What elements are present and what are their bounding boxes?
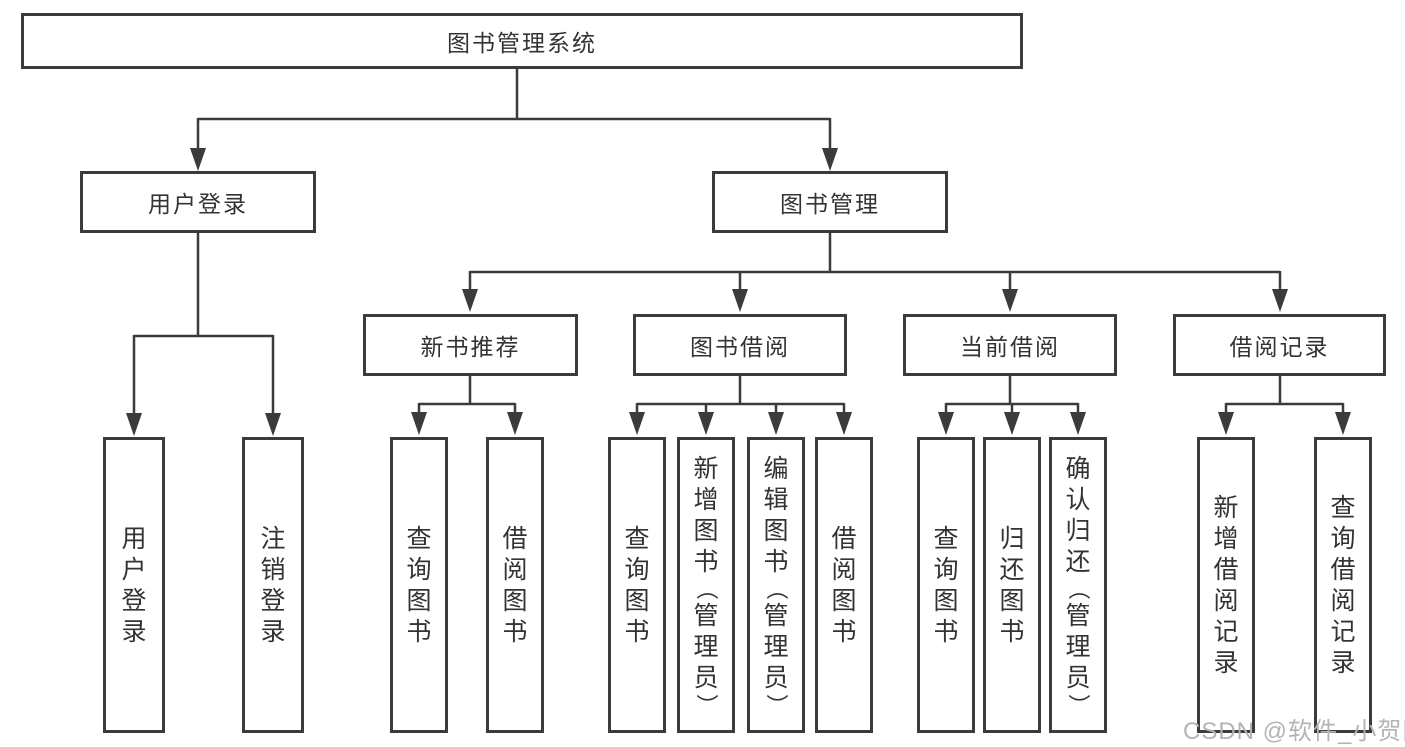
leaf-user-login-label: 用户登录 xyxy=(121,524,147,646)
node-borrow-records: 借阅记录 xyxy=(1173,314,1386,376)
leaf-add-book-admin-label: 新增图书（管理员） xyxy=(693,455,719,716)
leaf-logout-label: 注销登录 xyxy=(260,524,286,646)
leaf-query-borrow-record-label: 查询借阅记录 xyxy=(1330,493,1356,677)
node-root-label: 图书管理系统 xyxy=(447,30,597,56)
leaf-add-borrow-record: 新增借阅记录 xyxy=(1197,437,1255,733)
leaf-borrow-book-2: 借阅图书 xyxy=(815,437,873,733)
connector-currentborrow-to-leaves xyxy=(944,376,1080,414)
connector-newbookrec-to-leaves xyxy=(417,376,517,414)
leaf-borrow-book-1-label: 借阅图书 xyxy=(502,524,528,646)
leaf-query-book-1: 查询图书 xyxy=(390,437,448,733)
connector-bookmgmt-to-level2 xyxy=(468,233,1282,291)
csdn-watermark: CSDN @软件_小贺同学 xyxy=(1183,718,1405,745)
node-root: 图书管理系统 xyxy=(21,13,1023,69)
node-new-book-recommend: 新书推荐 xyxy=(363,314,578,376)
leaf-return-book: 归还图书 xyxy=(983,437,1041,733)
leaf-edit-book-admin-label: 编辑图书（管理员） xyxy=(763,455,789,716)
node-current-borrow: 当前借阅 xyxy=(903,314,1117,376)
leaf-query-book-3: 查询图书 xyxy=(917,437,975,733)
arrowheads xyxy=(126,148,1351,436)
leaf-confirm-return-admin: 确认归还（管理员） xyxy=(1049,437,1107,733)
leaf-borrow-book-2-label: 借阅图书 xyxy=(831,524,857,646)
connector-userlogin-to-leaves xyxy=(132,233,275,415)
leaf-query-book-3-label: 查询图书 xyxy=(933,524,959,646)
node-book-borrow-label: 图书借阅 xyxy=(690,334,790,360)
leaf-logout: 注销登录 xyxy=(242,437,304,733)
leaf-query-book-2-label: 查询图书 xyxy=(624,524,650,646)
leaf-confirm-return-admin-label: 确认归还（管理员） xyxy=(1065,455,1091,716)
leaf-add-borrow-record-label: 新增借阅记录 xyxy=(1213,493,1239,677)
node-book-borrow: 图书借阅 xyxy=(633,314,847,376)
connector-root-to-level1 xyxy=(196,69,832,150)
node-book-management-label: 图书管理 xyxy=(780,191,880,217)
connector-borrowrecords-to-leaves xyxy=(1224,376,1345,414)
connector-bookborrow-to-leaves xyxy=(635,376,846,414)
leaf-add-book-admin: 新增图书（管理员） xyxy=(677,437,735,733)
leaf-edit-book-admin: 编辑图书（管理员） xyxy=(747,437,805,733)
leaf-borrow-book-1: 借阅图书 xyxy=(486,437,544,733)
node-new-book-recommend-label: 新书推荐 xyxy=(420,334,521,360)
leaf-query-book-2: 查询图书 xyxy=(608,437,666,733)
node-book-management: 图书管理 xyxy=(712,171,948,233)
node-borrow-records-label: 借阅记录 xyxy=(1229,334,1330,360)
leaf-user-login: 用户登录 xyxy=(103,437,165,733)
leaf-query-book-1-label: 查询图书 xyxy=(406,524,432,646)
leaf-return-book-label: 归还图书 xyxy=(999,524,1025,646)
leaf-query-borrow-record: 查询借阅记录 xyxy=(1314,437,1372,733)
node-user-login: 用户登录 xyxy=(80,171,316,233)
node-current-borrow-label: 当前借阅 xyxy=(960,334,1060,360)
node-user-login-label: 用户登录 xyxy=(148,191,248,217)
